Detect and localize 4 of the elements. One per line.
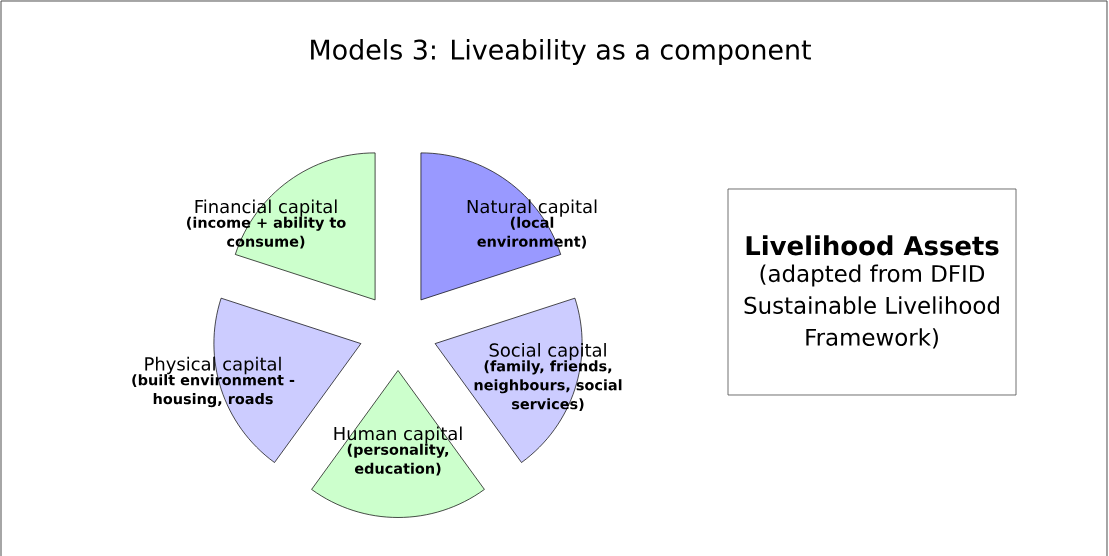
pie-wedge: Natural capital (local environment) (420, 152, 597, 301)
text-box: Livelihood Assets (adapted from DFID Sustainable Livelihood Framework) (727, 188, 1017, 396)
title: Models 3: Liveability as a component (311, 39, 811, 65)
pie-wedge: Financial capital (income + ability to consume) (187, 152, 376, 301)
